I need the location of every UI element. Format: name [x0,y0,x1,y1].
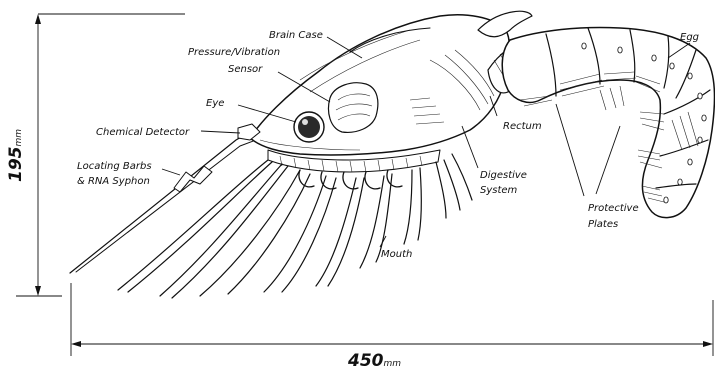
protective-plates-leader-2 [596,126,620,194]
label-locating-barbs-line2: & RNA Syphon [77,176,150,187]
rostrum-spine-lower [76,140,256,272]
height-dimension-text: 195mm [6,129,26,182]
label-protective-line2: Plates [588,219,618,230]
label-protective-line1: Protective [588,203,639,214]
label-eye: Eye [206,98,224,109]
eye-highlight [302,119,308,125]
digestive-leader [462,126,478,168]
label-digestive-line1: Digestive [480,170,527,181]
head-crest [478,11,532,37]
label-locating-barbs-line1: Locating Barbs [77,161,152,172]
protective-plates-leader-1 [556,104,584,196]
length-arrow-right [703,341,713,347]
label-digestive-line2: System [480,185,518,196]
height-arrow-top [35,14,41,24]
label-mouth: Mouth [381,249,412,260]
height-arrow-bottom [35,286,41,296]
rostrum-spine [70,132,250,273]
label-brain-case: Brain Case [269,30,323,41]
chemical-detector-leader [201,131,240,133]
label-pressure-sensor-line2: Sensor [228,64,263,75]
height-dimension: 195mm [6,14,185,296]
length-arrow-left [71,341,81,347]
locating-barbs [174,166,212,192]
legs [118,154,472,298]
label-rectum: Rectum [503,121,542,132]
length-dimension: 450mm [71,283,713,368]
length-dimension-text: 450mm [347,351,401,368]
mouth-appendages [299,170,402,189]
eye-pupil [298,116,320,138]
label-egg: Egg [680,32,699,43]
label-pressure-sensor-line1: Pressure/Vibration [188,47,280,58]
pressure-vibration-sensor [329,83,378,133]
locating-barbs-leader [162,169,180,175]
label-chemical-detector: Chemical Detector [96,127,190,138]
